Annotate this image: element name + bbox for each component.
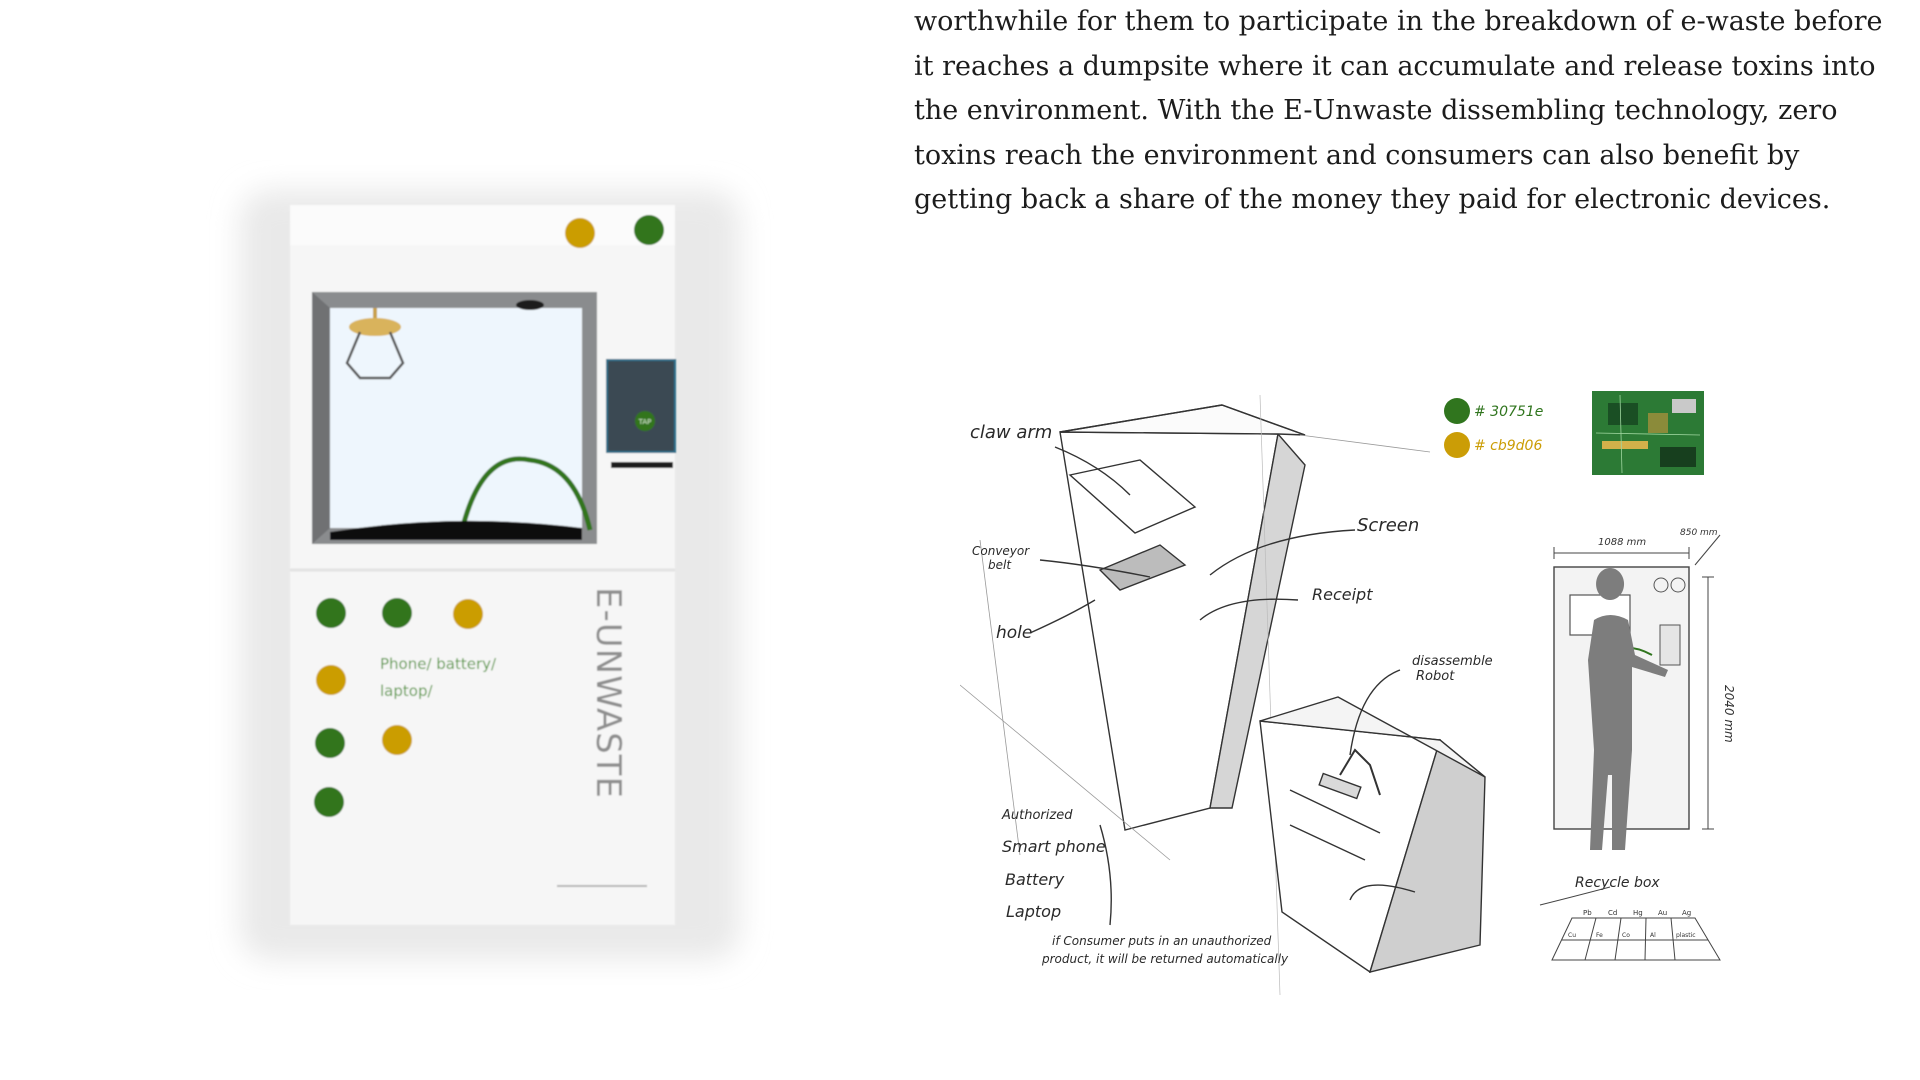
label-receipt: Receipt <box>1312 585 1373 604</box>
swatch-green-label: # 30751e <box>1474 404 1543 420</box>
item-button[interactable] <box>382 598 412 628</box>
label-claw-arm: claw arm <box>970 422 1052 443</box>
label-hole: hole <box>996 623 1032 643</box>
label-conveyor-2: belt <box>988 558 1012 572</box>
label-note-1: if Consumer puts in an unauthorized <box>1052 934 1272 948</box>
article-paragraph: worthwhile for them to participate in th… <box>914 0 1883 223</box>
bin-label: plastic <box>1676 932 1696 939</box>
bin-label: Fe <box>1596 932 1603 939</box>
paragraph-line: it reaches a dumpsite where it can accum… <box>914 50 1876 82</box>
conveyor-sketch <box>1098 544 1187 591</box>
label-robot-2: Robot <box>1416 669 1455 684</box>
item-button[interactable] <box>453 599 483 629</box>
swatch-green <box>1444 398 1470 424</box>
status-light-gold <box>565 218 595 248</box>
paragraph-line: the environment. With the E-Unwaste diss… <box>914 95 1838 126</box>
label-robot-1: disassemble <box>1412 654 1493 669</box>
item-button[interactable] <box>316 598 346 628</box>
bin-label: Hg <box>1633 909 1643 917</box>
circuit-board-image <box>1592 391 1704 475</box>
concept-sketch: claw arm Conveyor belt hole Screen Recei… <box>960 355 1760 995</box>
dim-height-label: 2040 mm <box>1722 685 1736 743</box>
bin-label: Cd <box>1608 909 1617 917</box>
receipt-slot <box>611 462 673 468</box>
label-smart-phone: Smart phone <box>1002 837 1106 856</box>
item-button[interactable] <box>382 725 412 755</box>
bin-label: Ag <box>1682 909 1691 917</box>
robot-arm-sketch <box>1339 748 1381 796</box>
bin-label: Co <box>1622 932 1630 939</box>
paragraph-line: worthwhile for them to participate in th… <box>914 6 1883 37</box>
label-screen: Screen <box>1357 515 1419 536</box>
bin-label: Au <box>1658 909 1667 917</box>
label-conveyor-1: Conveyor <box>972 544 1030 558</box>
label-authorized: Authorized <box>1001 808 1073 823</box>
kiosk-illustration: TAP Phone/ battery/ laptop/ E-UNWASTE <box>240 190 740 960</box>
label-note-2: product, it will be returned automatical… <box>1041 952 1289 966</box>
sketch-illustration: claw arm Conveyor belt hole Screen Recei… <box>960 391 1736 995</box>
status-light-green <box>634 215 664 245</box>
recycle-bins-sketch <box>1539 886 1721 961</box>
dim-width-label: 1088 mm <box>1598 537 1646 548</box>
bin-label: Cu <box>1568 932 1576 939</box>
screen-tap-label: TAP <box>638 418 652 426</box>
conveyor-arc <box>459 456 593 531</box>
item-button[interactable] <box>314 787 344 817</box>
accepted-items-line-1: Phone/ battery/ <box>380 655 497 673</box>
intake-window-glass <box>330 308 582 528</box>
paragraph-line: getting back a share of the money they p… <box>914 184 1831 215</box>
kiosk-brand: E-UNWASTE <box>588 587 628 799</box>
kiosk-screen <box>606 359 676 453</box>
paragraph-line: toxins reach the environment and consume… <box>914 139 1800 171</box>
dim-depth-label: 850 mm <box>1680 528 1718 538</box>
label-battery: Battery <box>1005 870 1065 889</box>
dimension-view <box>1553 534 1721 850</box>
bin-label: Pb <box>1583 909 1592 917</box>
label-recycle-box: Recycle box <box>1575 875 1660 891</box>
label-laptop: Laptop <box>1006 902 1061 921</box>
bin-label: Al <box>1650 932 1656 939</box>
screen-tap-button[interactable] <box>635 411 655 431</box>
item-button[interactable] <box>316 665 346 695</box>
accepted-items-line-2: laptop/ <box>380 682 433 700</box>
claw-icon <box>345 308 405 380</box>
swatch-gold-label: # cb9d06 <box>1474 438 1542 454</box>
item-button[interactable] <box>315 728 345 758</box>
kiosk-render: TAP Phone/ battery/ laptop/ E-UNWASTE <box>200 160 840 990</box>
person-silhouette <box>1596 568 1625 600</box>
swatch-gold <box>1444 432 1470 458</box>
